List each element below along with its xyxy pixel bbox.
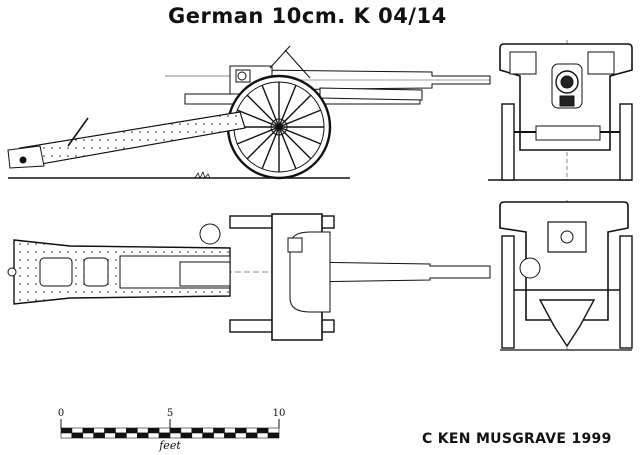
scale-unit-label: feet — [158, 439, 181, 452]
scale-bar-segment — [256, 432, 269, 439]
rear-left-wheel — [501, 235, 515, 349]
scale-bar-segment — [169, 427, 182, 434]
scale-bar-segment — [71, 432, 84, 439]
scale-bar-segment — [93, 432, 105, 439]
scale-bar-segment — [126, 427, 138, 434]
scale-bar-segment — [267, 432, 280, 439]
author-credit: C KEN MUSGRAVE 1999 — [422, 431, 612, 447]
scale-tick-label-5: 5 — [167, 408, 173, 419]
scale-bar-segment — [235, 432, 247, 439]
drawing-title: German 10cm. K 04/14 — [168, 4, 447, 28]
scale-bar-segment — [126, 432, 138, 439]
scale-bar-segment — [60, 427, 73, 434]
scale-bar-segment — [158, 427, 171, 434]
scale-bar-segment — [60, 432, 73, 439]
scale-bar-segment — [191, 432, 204, 439]
scale-bar-segment — [82, 432, 95, 439]
scale-bar-segment — [246, 427, 258, 434]
scale-bar-segment — [267, 427, 280, 434]
plan-trail — [7, 239, 231, 305]
scale-bar-segment — [147, 427, 160, 434]
scale-bar-segment — [158, 432, 171, 439]
side-barrel — [165, 69, 491, 91]
scale-bar-segment — [180, 432, 193, 439]
scale-bar-segment — [115, 427, 127, 434]
side-wheel — [226, 74, 332, 180]
scale-bar: 0 5 10 feet — [58, 408, 286, 452]
rear-trail-spade — [538, 299, 596, 348]
scale-bar-segment — [213, 427, 225, 434]
scale-bar-segment — [147, 432, 160, 439]
scale-bar-segment — [224, 432, 236, 439]
scale-bar-segment — [202, 432, 214, 439]
plan-sight-disc — [199, 223, 221, 245]
scale-bar-segment — [137, 427, 149, 434]
scale-bar-segment — [71, 427, 84, 434]
scale-bar-segment — [224, 427, 236, 434]
plan-barrel — [299, 261, 491, 283]
scale-bar-segment — [246, 432, 258, 439]
front-left-wheel — [501, 103, 515, 181]
scale-bar-segment — [235, 427, 247, 434]
scale-bar-segment — [169, 432, 182, 439]
scale-bar-segment — [93, 427, 105, 434]
scale-bar-segment — [104, 427, 116, 434]
scale-bar-segment — [180, 427, 193, 434]
scale-bar-segment — [191, 427, 204, 434]
rear-right-wheel — [619, 235, 633, 349]
front-right-wheel — [619, 103, 633, 181]
side-elevation-view — [7, 45, 491, 180]
scale-bar-segment — [104, 432, 116, 439]
front-elevation-view — [488, 40, 633, 181]
side-trail — [7, 111, 246, 169]
scale-tick-label-10: 10 — [273, 408, 286, 419]
scale-bar-segment — [137, 432, 149, 439]
scale-bar-segment — [82, 427, 95, 434]
scale-tick-label-0: 0 — [58, 408, 64, 419]
rear-elevation-view — [499, 200, 633, 351]
side-grass — [194, 170, 211, 179]
scale-bar-segment — [115, 432, 127, 439]
scale-bar-segment — [202, 427, 214, 434]
rear-breech-block — [547, 221, 587, 253]
scale-bar-segment — [213, 432, 225, 439]
plan-view — [7, 213, 491, 341]
rear-elevating-handwheel — [519, 257, 541, 279]
scale-bar-segment — [256, 427, 269, 434]
